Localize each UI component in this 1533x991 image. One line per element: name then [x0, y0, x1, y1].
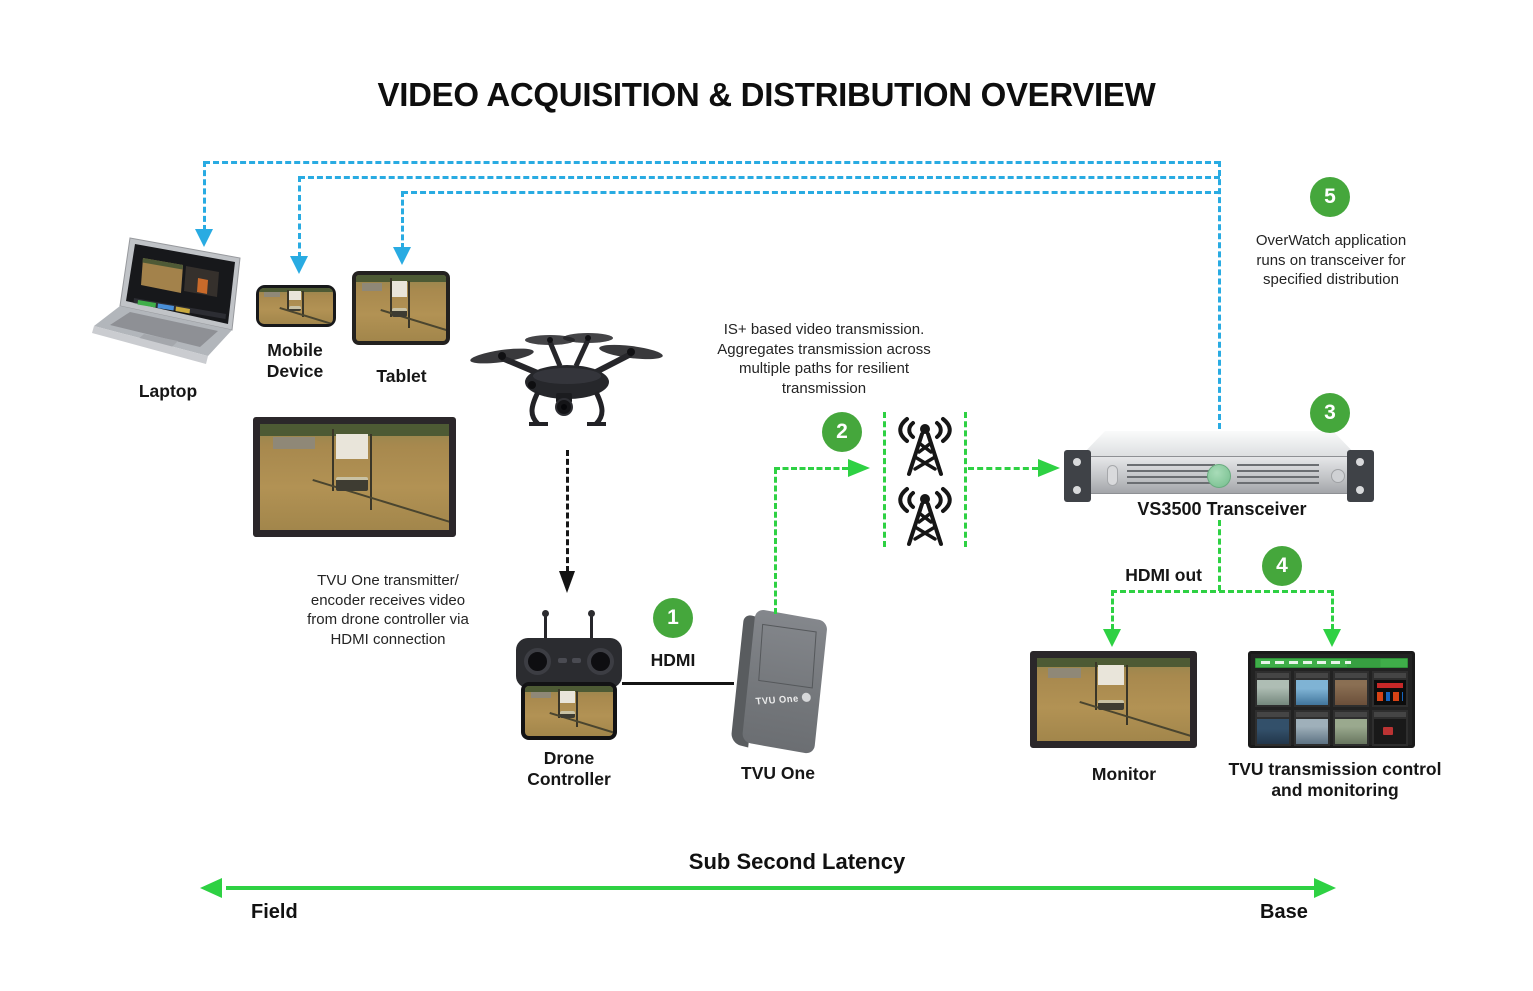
connector-drop-mobile — [298, 176, 301, 258]
antenna-icon — [542, 610, 549, 640]
tvu-one-front: TVU One — [741, 608, 828, 755]
monitor-icon — [1030, 651, 1197, 748]
arrow-to-transceiver-icon — [1038, 459, 1060, 477]
connector-transceiver-down — [1218, 520, 1221, 591]
connector-drop-tablet — [401, 191, 404, 249]
transceiver-top — [1080, 431, 1358, 457]
step-badge-1: 1 — [653, 598, 693, 638]
connector-drop-laptop — [203, 161, 206, 231]
video-cell — [1333, 671, 1369, 707]
controller-body — [516, 638, 622, 688]
arrow-to-control-icon — [1323, 629, 1341, 647]
video-cell — [1255, 671, 1291, 707]
vent-grille — [1237, 464, 1319, 488]
tvu-control-screen-icon — [1248, 651, 1415, 748]
tvu-one-screen — [758, 623, 817, 689]
encoder-note: TVU One transmitter/ encoder receives vi… — [307, 572, 469, 648]
transceiver-icon — [1064, 428, 1374, 502]
rack-ear — [1347, 450, 1374, 502]
connector-hdmi-out-bus — [1111, 590, 1333, 593]
power-button-icon — [1207, 464, 1231, 488]
transmission-note: IS+ based video transmission. Aggregates… — [717, 321, 931, 397]
video-cell — [1255, 710, 1291, 746]
drone-controller-label: Drone Controller — [527, 748, 611, 789]
arrow-to-controller-icon — [559, 571, 575, 593]
rack-ear — [1064, 450, 1091, 502]
connector-to-towers — [774, 467, 848, 470]
latency-arrow-right-icon — [1314, 878, 1336, 898]
video-cell — [1294, 710, 1330, 746]
latency-axis-line — [226, 886, 1314, 890]
antenna-icon — [588, 610, 595, 640]
arrow-to-laptop-icon — [195, 229, 213, 247]
video-cell — [1294, 671, 1330, 707]
cell-tower-icon — [898, 487, 952, 546]
base-endpoint-label: Base — [1260, 901, 1308, 923]
flood-video-controller — [525, 686, 613, 736]
tvu-control-header-bar — [1255, 658, 1408, 668]
latency-title: Sub Second Latency — [688, 849, 906, 874]
empty-cell — [1372, 710, 1408, 746]
flood-video-mobile — [259, 288, 333, 324]
drone-icon — [470, 333, 663, 426]
tower-zone-left-boundary — [883, 412, 886, 547]
flood-video-tablet — [356, 275, 446, 341]
laptop-icon — [92, 237, 241, 364]
vent-grille — [1127, 464, 1215, 488]
connector-transceiver-up — [1218, 161, 1221, 429]
front-round-button — [1331, 469, 1345, 483]
tablet-label: Tablet — [376, 366, 427, 386]
field-endpoint-label: Field — [251, 901, 298, 923]
stats-cell — [1372, 671, 1408, 707]
overwatch-note: OverWatch application runs on transceive… — [1255, 232, 1407, 288]
front-pill-button — [1107, 465, 1118, 486]
controller-phone — [521, 682, 617, 740]
flood-video-field — [260, 424, 449, 530]
hdmi-out-label: HDMI out — [1125, 565, 1202, 585]
joystick-icon — [587, 648, 614, 675]
connector-distribution-line-3 — [402, 191, 1220, 194]
controller-button — [572, 658, 581, 663]
cell-tower-icon — [898, 417, 952, 476]
connector-tvuone-up — [774, 468, 777, 614]
tvu-one-label: TVU One — [741, 763, 815, 783]
tvu-one-brand-text: TVU One — [755, 693, 811, 707]
flood-video-monitor — [1037, 658, 1190, 741]
drone-controller-icon — [516, 610, 622, 742]
step-badge-3: 3 — [1310, 393, 1350, 433]
connector-distribution-line-1 — [204, 161, 1220, 164]
arrow-to-mobile-icon — [290, 256, 308, 274]
tvu-control-label: TVU transmission control and monitoring — [1228, 759, 1442, 800]
joystick-icon — [524, 648, 551, 675]
page-title: VIDEO ACQUISITION & DISTRIBUTION OVERVIE… — [377, 76, 1156, 113]
field-video-frame — [253, 417, 456, 537]
arrow-to-monitor-icon — [1103, 629, 1121, 647]
mobile-device-icon — [256, 285, 336, 327]
monitor-label: Monitor — [1091, 764, 1157, 784]
connector-drone-to-controller — [566, 450, 569, 572]
arrow-to-tablet-icon — [393, 247, 411, 265]
arrow-to-towers-icon — [848, 459, 870, 477]
connector-drop-monitor — [1111, 590, 1114, 630]
laptop-label: Laptop — [138, 381, 198, 401]
video-cell — [1333, 710, 1369, 746]
connector-drop-control — [1331, 590, 1334, 630]
tower-zone-right-boundary — [964, 412, 967, 547]
transceiver-front — [1078, 456, 1360, 494]
hdmi-label: HDMI — [650, 650, 696, 670]
connector-towers-to-transceiver — [968, 467, 1038, 470]
tablet-icon — [352, 271, 450, 345]
step-badge-5: 5 — [1310, 177, 1350, 217]
step-badge-4: 4 — [1262, 546, 1302, 586]
step-badge-2: 2 — [822, 412, 862, 452]
mobile-device-label: Mobile Device — [266, 340, 324, 381]
connector-hdmi-cable — [622, 682, 734, 685]
tvu-one-device-icon: TVU One — [730, 608, 828, 758]
connector-distribution-line-2 — [299, 176, 1220, 179]
latency-arrow-left-icon — [200, 878, 222, 898]
tvu-control-grid — [1255, 671, 1408, 746]
transceiver-label: VS3500 Transceiver — [1137, 499, 1307, 519]
controller-button — [558, 658, 567, 663]
